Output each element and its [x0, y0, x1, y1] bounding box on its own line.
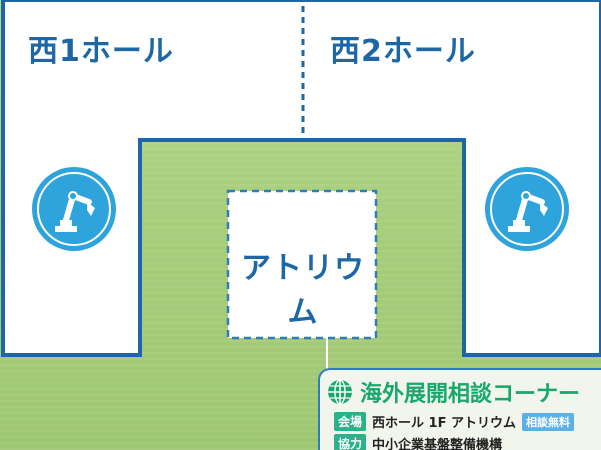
west-hall-2-label: 西2ホール [330, 34, 476, 69]
consultation-corner-title: 海外展開相談コーナー [360, 382, 581, 407]
atrium-label: アトリウム [241, 251, 365, 330]
venue-tag: 会場 [334, 412, 367, 431]
info-title-row: 海外展開相談コーナー [326, 376, 580, 408]
robot-arm-icon [31, 166, 117, 252]
free-consultation-badge: 相談無料 [522, 412, 574, 431]
info-panel: 海外展開相談コーナー 会場 西ホール 1F アトリウム 相談無料 協力 中小企業… [318, 368, 601, 450]
hall-outline [1, 0, 601, 357]
venue-row: 会場 西ホール 1F アトリウム 相談無料 [334, 412, 574, 431]
callout-line [326, 308, 328, 374]
floor-plan [1, 0, 601, 357]
cooperation-tag: 協力 [334, 434, 367, 450]
robot-arm-icon [484, 166, 570, 252]
west-hall-1-label: 西1ホール [28, 34, 174, 69]
cooperation-row: 協力 中小企業基盤整備機構 [334, 434, 502, 450]
venue-text: 西ホール 1F アトリウム [372, 416, 516, 431]
atrium-area [226, 189, 378, 340]
globe-icon [326, 378, 354, 406]
cooperation-text: 中小企業基盤整備機構 [372, 438, 503, 450]
